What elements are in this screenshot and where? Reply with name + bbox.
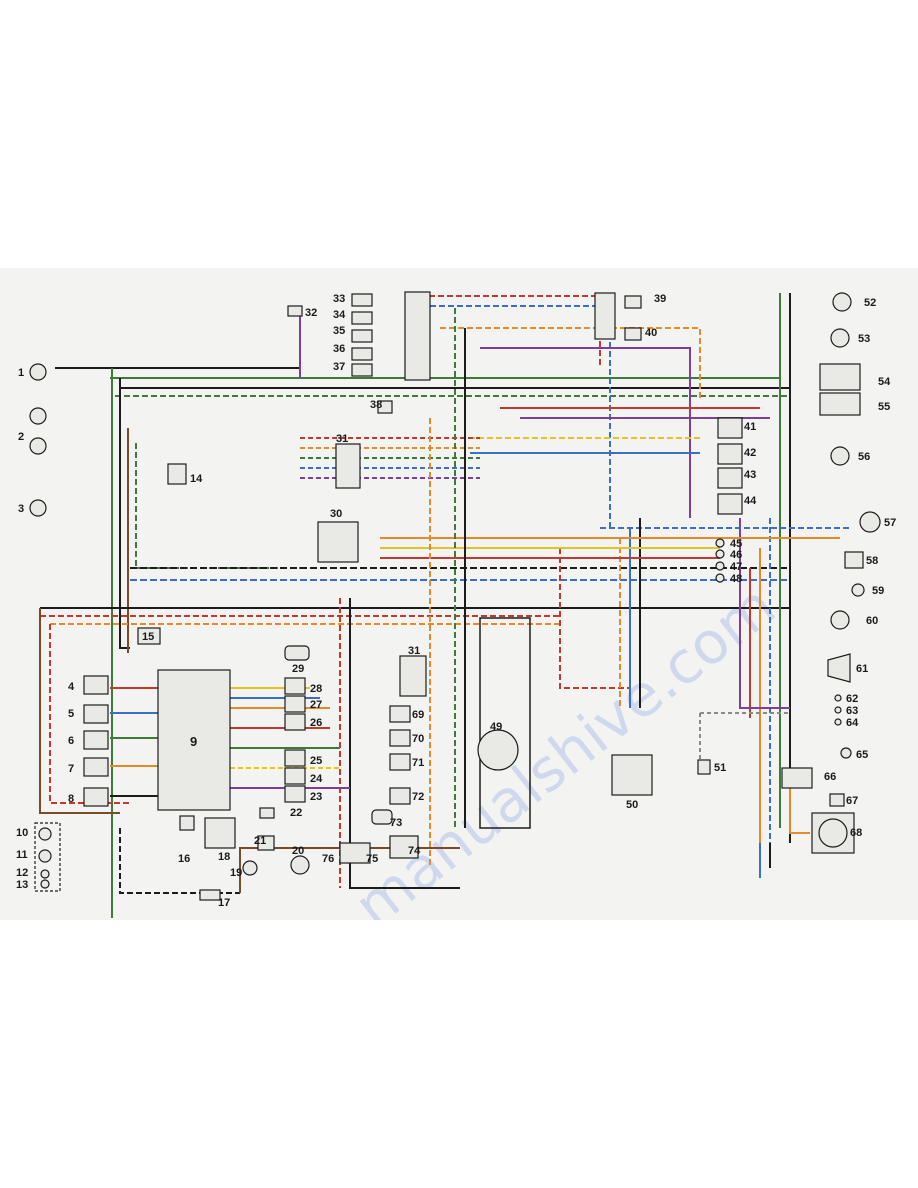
component-labels: 1 2 3 4 5 6 7 8 9 10 11 12 13 14 15 16 1… xyxy=(16,293,896,909)
label-76: 76 xyxy=(322,853,334,865)
bulb-2a-icon xyxy=(29,407,47,425)
label-70: 70 xyxy=(412,733,424,745)
label-28: 28 xyxy=(310,683,322,695)
label-74: 74 xyxy=(408,845,421,857)
wiring-diagram: manualshive.com xyxy=(16,291,896,920)
label-38: 38 xyxy=(370,399,382,411)
bulb-52-icon xyxy=(832,292,852,312)
label-17: 17 xyxy=(218,897,230,909)
label-72: 72 xyxy=(412,791,424,803)
label-54: 54 xyxy=(878,376,891,388)
label-71: 71 xyxy=(412,757,424,769)
bulb-2b-icon xyxy=(29,437,47,455)
label-34: 34 xyxy=(333,309,346,321)
label-56: 56 xyxy=(858,451,870,463)
label-69: 69 xyxy=(412,709,424,721)
label-73: 73 xyxy=(390,817,402,829)
label-30: 30 xyxy=(330,508,342,520)
label-4: 4 xyxy=(68,681,75,693)
label-18: 18 xyxy=(218,851,230,863)
label-23: 23 xyxy=(310,791,322,803)
ecu-box xyxy=(157,669,231,811)
label-25: 25 xyxy=(310,755,322,767)
label-8: 8 xyxy=(68,793,74,805)
bulb-56-icon xyxy=(830,446,850,466)
label-57: 57 xyxy=(884,517,896,529)
wiring-diagram-sheet: manualshive.com xyxy=(0,268,918,920)
label-67: 67 xyxy=(846,795,858,807)
label-66: 66 xyxy=(824,771,836,783)
label-22: 22 xyxy=(290,807,302,819)
label-47: 47 xyxy=(730,561,742,573)
label-29: 29 xyxy=(292,663,304,675)
label-32: 32 xyxy=(305,307,317,319)
label-42: 42 xyxy=(744,447,756,459)
label-61: 61 xyxy=(856,663,868,675)
label-51: 51 xyxy=(714,762,726,774)
label-41: 41 xyxy=(744,421,756,433)
label-19: 19 xyxy=(230,867,242,879)
label-3: 3 xyxy=(18,503,24,515)
bulb-1-icon xyxy=(29,363,47,381)
components xyxy=(29,291,881,901)
label-60: 60 xyxy=(866,615,878,627)
label-13: 13 xyxy=(16,879,28,891)
label-16: 16 xyxy=(178,853,190,865)
label-68: 68 xyxy=(850,827,862,839)
bulb-60-icon xyxy=(830,610,850,630)
label-5: 5 xyxy=(68,708,74,720)
label-31-top: 31 xyxy=(336,433,348,445)
label-6: 6 xyxy=(68,735,74,747)
label-35: 35 xyxy=(333,325,345,337)
bulb-3-icon xyxy=(29,499,47,517)
label-63: 63 xyxy=(846,705,858,717)
label-53: 53 xyxy=(858,333,870,345)
label-21: 21 xyxy=(254,835,266,847)
label-58: 58 xyxy=(866,555,878,567)
label-75: 75 xyxy=(366,853,378,865)
label-31-bottom: 31 xyxy=(408,645,420,657)
label-48: 48 xyxy=(730,573,742,585)
label-40: 40 xyxy=(645,327,657,339)
label-2: 2 xyxy=(18,431,24,443)
horn-61-icon xyxy=(827,653,851,683)
label-37: 37 xyxy=(333,361,345,373)
label-33: 33 xyxy=(333,293,345,305)
label-52: 52 xyxy=(864,297,876,309)
label-12: 12 xyxy=(16,867,28,879)
label-45: 45 xyxy=(730,538,742,550)
label-36: 36 xyxy=(333,343,345,355)
label-20: 20 xyxy=(292,845,304,857)
label-64: 64 xyxy=(846,717,859,729)
label-24: 24 xyxy=(310,773,323,785)
label-65: 65 xyxy=(856,749,868,761)
label-15: 15 xyxy=(142,631,154,643)
label-49: 49 xyxy=(490,721,502,733)
label-39: 39 xyxy=(654,293,666,305)
label-55: 55 xyxy=(878,401,890,413)
label-11: 11 xyxy=(16,849,28,861)
label-43: 43 xyxy=(744,469,756,481)
wiring-harness xyxy=(39,293,850,918)
label-26: 26 xyxy=(310,717,322,729)
label-14: 14 xyxy=(190,473,203,485)
label-46: 46 xyxy=(730,549,742,561)
label-44: 44 xyxy=(744,495,757,507)
label-62: 62 xyxy=(846,693,858,705)
label-50: 50 xyxy=(626,799,638,811)
bulb-53-icon xyxy=(830,328,850,348)
label-1: 1 xyxy=(18,367,24,379)
bulb-57-icon xyxy=(859,511,881,533)
label-59: 59 xyxy=(872,585,884,597)
gauge-49-icon xyxy=(477,729,519,771)
label-10: 10 xyxy=(16,827,28,839)
label-27: 27 xyxy=(310,699,322,711)
label-9: 9 xyxy=(190,734,197,749)
label-7: 7 xyxy=(68,763,74,775)
